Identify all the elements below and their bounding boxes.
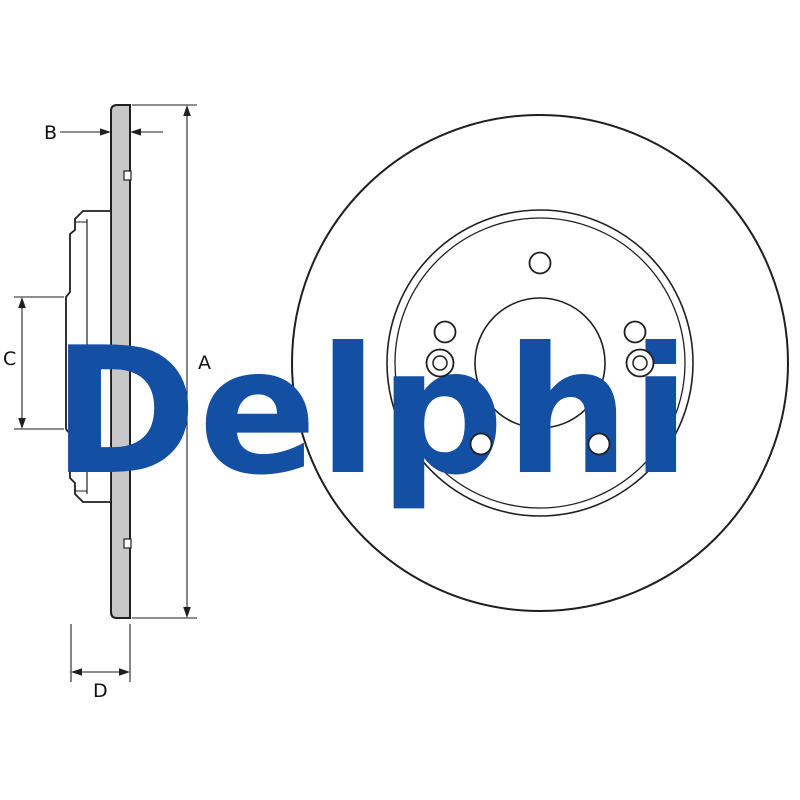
- guide-pin-right-inner-ring: [632, 355, 648, 371]
- guide-pin-hole-left: [425, 348, 455, 378]
- bolt-hole-upper-left: [433, 320, 457, 344]
- dimension-d: D: [70, 624, 131, 702]
- dim-c-arrow-up: [18, 297, 26, 308]
- hub-hat-section: [65, 210, 112, 503]
- outer-face-notch-bottom: [123, 538, 132, 549]
- bolt-hole-lower-right: [587, 432, 611, 456]
- dim-d-label: D: [93, 680, 108, 702]
- bolt-hole-lower-left: [469, 432, 493, 456]
- delphi-watermark: Delphi: [52, 311, 692, 514]
- dim-d-arrow-right: [119, 668, 130, 676]
- bolt-holes: [425, 251, 655, 456]
- dim-c-label: C: [3, 348, 16, 370]
- outer-face-notch-top: [123, 170, 132, 181]
- cross-section-view: [65, 104, 132, 619]
- front-view: [291, 114, 789, 612]
- dim-a-arrow-up: [183, 105, 191, 116]
- bolt-hole-upper-right: [623, 320, 647, 344]
- guide-pin-left-inner-ring: [432, 355, 448, 371]
- dimension-a: A: [132, 104, 211, 619]
- friction-ring-inner-circle: [394, 217, 686, 509]
- guide-pin-hole-right: [625, 348, 655, 378]
- friction-ring-outer-circle: [386, 209, 694, 517]
- dim-d-arrow-left: [71, 668, 82, 676]
- dim-b-label: B: [44, 122, 57, 144]
- disc-outer-circle: [291, 114, 789, 612]
- dimensions: A B C D: [3, 104, 211, 702]
- disc-plate-section: [110, 104, 131, 619]
- bolt-hole-top: [528, 251, 552, 275]
- dim-a-arrow-down: [183, 607, 191, 618]
- dim-b-arrow-right: [100, 128, 111, 136]
- dim-a-label: A: [198, 352, 211, 374]
- dim-b-arrow-left: [130, 128, 141, 136]
- dim-c-arrow-down: [18, 418, 26, 429]
- dimension-c: C: [3, 296, 64, 430]
- center-bore-circle: [474, 297, 606, 429]
- dimension-b: B: [44, 122, 163, 144]
